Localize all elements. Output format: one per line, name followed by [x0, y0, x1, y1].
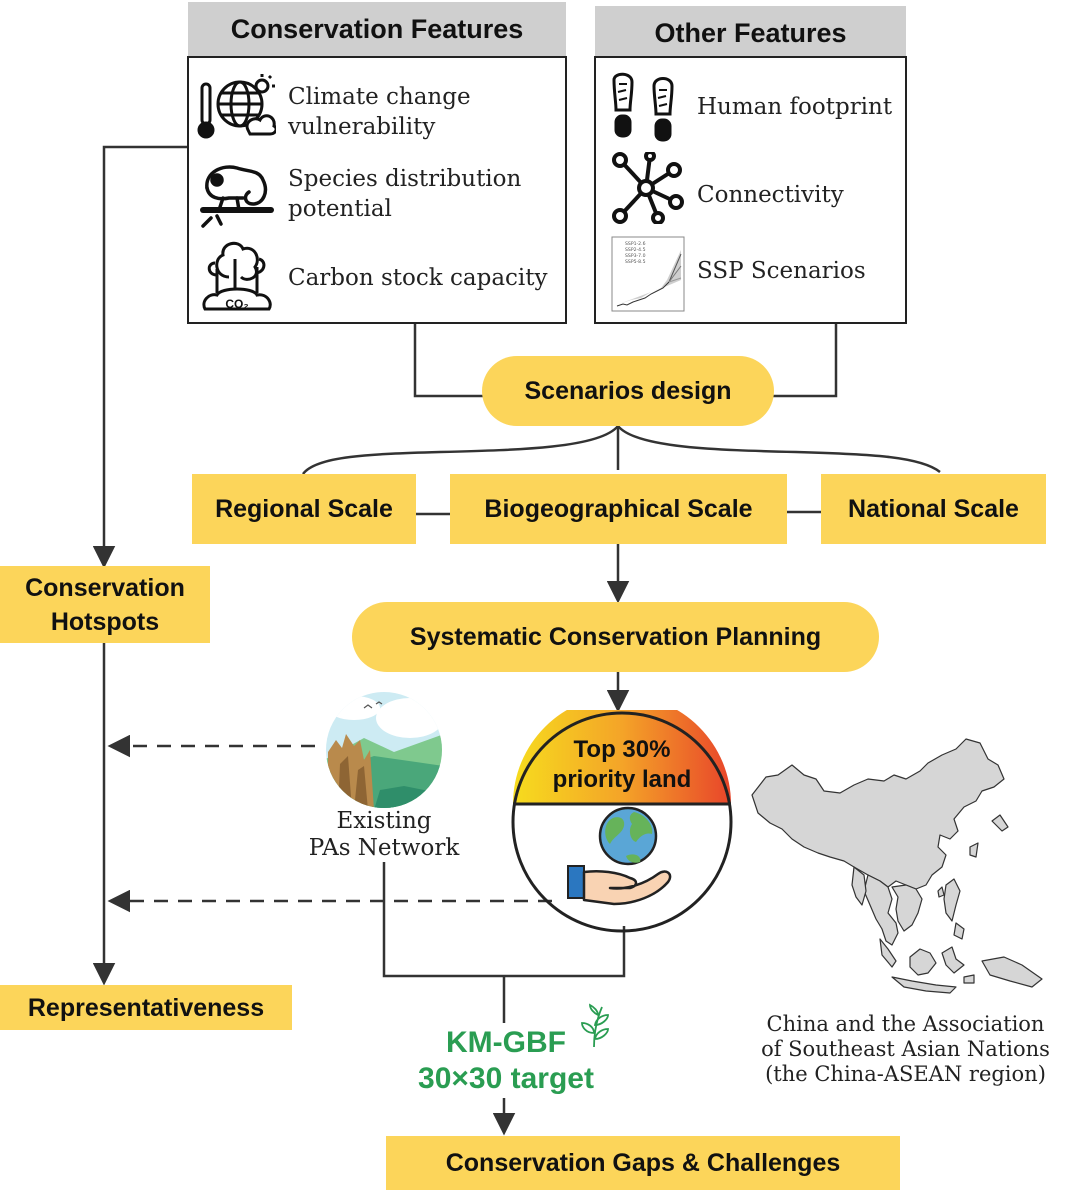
ssp-scenarios-label: SSP Scenarios [697, 258, 866, 284]
pas-line1: Existing [336, 808, 432, 834]
national-scale-box: National Scale [821, 474, 1046, 544]
species-label-line2: potential [288, 196, 392, 222]
existing-pas-label: Existing PAs Network [290, 808, 478, 862]
systematic-conservation-planning-pill: Systematic Conservation Planning [352, 602, 879, 672]
scenarios-design-pill: Scenarios design [482, 356, 774, 426]
carbon-stock-label: Carbon stock capacity [288, 265, 548, 291]
connectivity-icon [612, 152, 684, 224]
protected-area-landscape-icon [326, 692, 442, 808]
priority-line2: priority land [552, 766, 692, 793]
human-footprint-label: Human footprint [697, 94, 893, 120]
species-label-line1: Species distribution [288, 166, 522, 192]
pas-line2: PAs Network [308, 835, 460, 861]
climate-label-line2: vulnerability [288, 114, 436, 140]
ssp-legend-2: SSP2-4.5 [625, 247, 646, 253]
hotspots-line2: Hotspots [50, 607, 160, 636]
region-line2: of Southeast Asian Nations [761, 1037, 1050, 1061]
scenarios-brace [301, 425, 619, 475]
priority-land-label: Top 30% priority land [520, 735, 724, 795]
ssp-chart-thumbnail: SSP1-2.6 SSP2-4.5 SSP3-7.0 SSP5-8.5 [611, 236, 685, 312]
climate-globe-icon [197, 74, 276, 139]
forest-co2-icon: CO₂ [202, 241, 272, 311]
climate-vulnerability-label: Climate change vulnerability [288, 82, 471, 142]
priority-land-circle [511, 710, 733, 933]
regional-scale-box: Regional Scale [192, 474, 416, 544]
hotspots-line1: Conservation [25, 573, 185, 602]
conservation-gaps-box: Conservation Gaps & Challenges [386, 1136, 900, 1190]
ssp-legend-4: SSP5-8.5 [625, 259, 646, 265]
climate-label-line1: Climate change [288, 84, 471, 110]
representativeness-box: Representativeness [0, 985, 292, 1030]
priority-line1: Top 30% [573, 736, 671, 763]
of-to-scenarios-line [770, 322, 838, 398]
kmgbf-line1: KM-GBF [446, 1026, 566, 1059]
biogeographical-scale-box: Biogeographical Scale [450, 474, 787, 544]
ssp-legend-1: SSP1-2.6 [625, 241, 646, 247]
footprint-icon [612, 72, 674, 142]
kmgbf-line2: 30×30 target [418, 1062, 594, 1095]
region-line1: China and the Association [766, 1012, 1045, 1036]
ssp-legend-3: SSP3-7.0 [625, 253, 646, 259]
features-to-hotspots-line [92, 145, 188, 569]
other-features-header: Other Features [595, 6, 906, 56]
conservation-features-header: Conservation Features [188, 2, 566, 56]
connectivity-label: Connectivity [697, 182, 844, 208]
china-asean-map [751, 738, 1043, 994]
co2-label: CO₂ [225, 297, 248, 311]
kmgbf-target-label: KM-GBF 30×30 target [386, 1025, 626, 1097]
cf-to-scenarios-line [413, 322, 484, 398]
region-line3: (the China-ASEAN region) [765, 1062, 1046, 1086]
conservation-hotspots-box: Conservation Hotspots [0, 566, 210, 643]
chameleon-icon [200, 165, 274, 228]
sprout-icon [581, 1003, 609, 1048]
region-caption: China and the Association of Southeast A… [738, 1012, 1073, 1087]
species-distribution-label: Species distribution potential [288, 164, 521, 224]
